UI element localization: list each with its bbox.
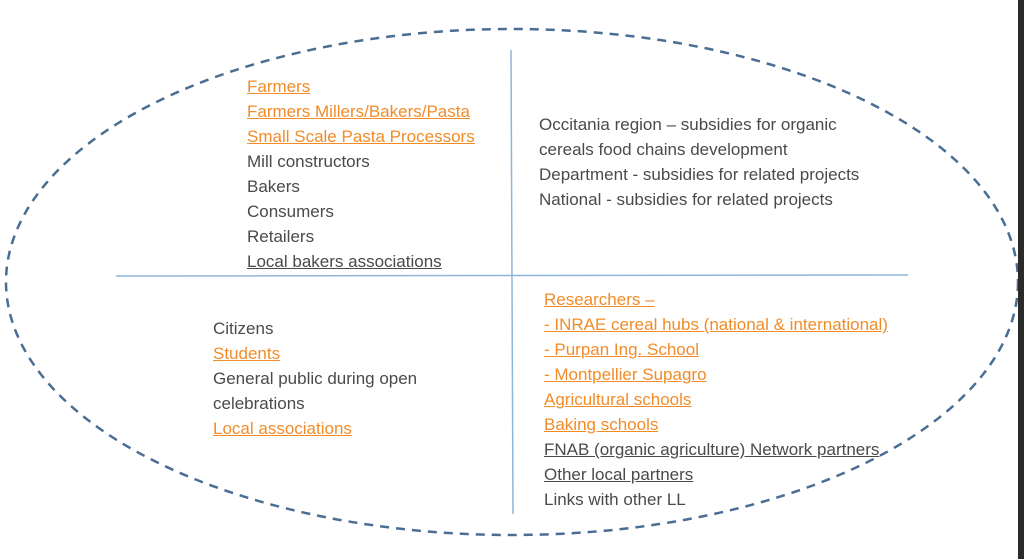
list-item: Farmers xyxy=(247,77,311,96)
right-edge-strip xyxy=(1018,0,1024,559)
list-item: - Purpan Ing. School xyxy=(544,340,699,359)
list-item: Bakers xyxy=(247,177,300,196)
list-item: Small Scale Pasta Processors xyxy=(247,127,475,146)
list-item: Department - subsidies for related proje… xyxy=(539,165,860,184)
list-item: Mill constructors xyxy=(247,152,370,171)
list-item: General public during open celebrations xyxy=(213,369,418,413)
list-item: Agricultural schools xyxy=(544,390,692,409)
list-item: Baking schools xyxy=(544,415,659,434)
list-item: Citizens xyxy=(213,319,274,338)
list-item: Consumers xyxy=(247,202,334,221)
list-item: Researchers – xyxy=(544,290,655,309)
list-item: Local bakers associations xyxy=(247,252,442,271)
quadrant-bottom-left: Citizens Students General public during … xyxy=(213,316,453,441)
list-item: Local associations xyxy=(213,419,352,438)
list-item: - Montpellier Supagro xyxy=(544,365,707,384)
list-item: Farmers Millers/Bakers/Pasta xyxy=(247,102,470,121)
list-item: Retailers xyxy=(247,227,315,246)
list-item: cereals food chains development xyxy=(539,140,788,159)
list-item: National - subsidies for related project… xyxy=(539,190,833,209)
list-item: Occitania region – subsidies for organic xyxy=(539,115,837,134)
quadrant-top-left: Farmers Farmers Millers/Bakers/Pasta Sma… xyxy=(247,74,475,274)
list-item: Links with other LL xyxy=(544,490,686,509)
list-item: - INRAE cereal hubs (national & internat… xyxy=(544,315,888,334)
list-item: Other local partners xyxy=(544,465,694,484)
quadrant-bottom-right: Researchers – - INRAE cereal hubs (natio… xyxy=(544,287,888,512)
list-item: Students xyxy=(213,344,281,363)
list-item: FNAB (organic agriculture) Network partn… xyxy=(544,440,880,459)
quadrant-top-right: Occitania region – subsidies for organic… xyxy=(539,112,859,212)
vertical-divider xyxy=(510,49,514,515)
horizontal-divider xyxy=(115,274,909,277)
